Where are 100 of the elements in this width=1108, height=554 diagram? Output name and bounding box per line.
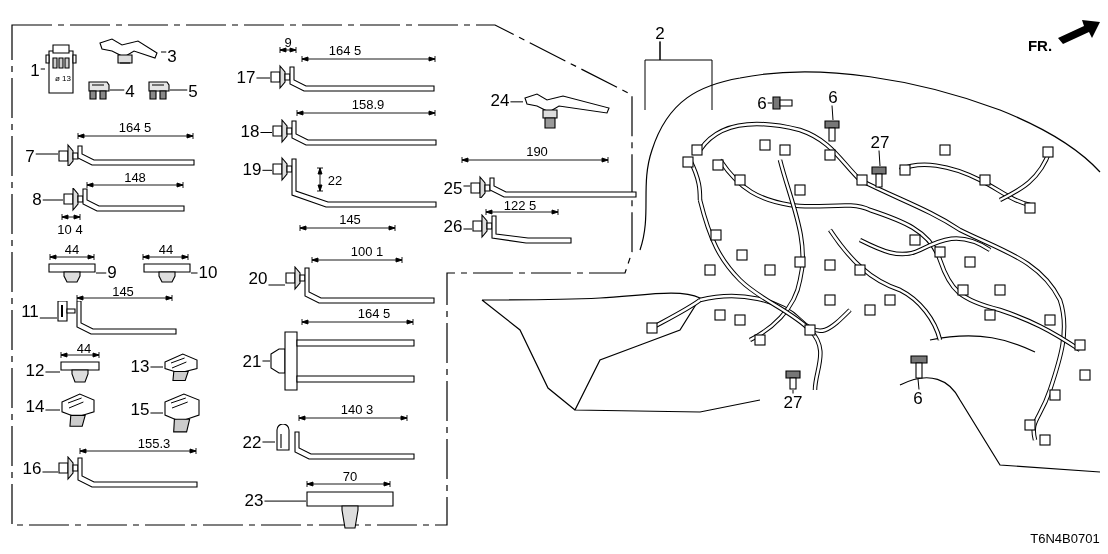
clip-drawing — [58, 142, 195, 166]
leader-line — [659, 41, 713, 111]
callout-number: 24 — [489, 91, 511, 109]
callout-number: 12 — [24, 361, 46, 379]
callout-number: 2 — [654, 24, 666, 42]
callout-number: 27 — [869, 133, 891, 151]
leader-line — [41, 471, 59, 473]
leader-line — [462, 228, 473, 230]
clip-drawing — [143, 262, 191, 284]
clip-drawing — [523, 92, 613, 132]
clip-drawing — [472, 214, 572, 244]
callout-number: 6 — [756, 94, 768, 112]
leader-line — [149, 366, 164, 368]
leader-line — [831, 105, 834, 121]
callout-number: 9 — [106, 263, 118, 281]
callout-number: 8 — [31, 190, 43, 208]
clip-drawing — [163, 392, 201, 434]
clip-drawing — [272, 119, 437, 146]
leader-line — [878, 150, 881, 167]
leader-line — [255, 77, 271, 79]
callout-number: 11 — [20, 302, 40, 320]
leader-line — [39, 317, 58, 319]
callout-number: 25 — [442, 179, 464, 197]
clip-drawing — [58, 456, 198, 488]
leader-line — [792, 389, 794, 394]
bolt-icon — [824, 120, 840, 142]
clip-drawing — [270, 330, 415, 392]
dimension-label: 155.3 — [137, 436, 171, 450]
dimension-label: 164 5 — [357, 306, 391, 320]
callout-number: 18 — [239, 122, 261, 140]
callout-number: 20 — [247, 269, 269, 287]
dimension-label: 122 5 — [503, 198, 537, 212]
callout-number: 13 — [129, 357, 151, 375]
callout-number: 27 — [782, 393, 804, 411]
leader-line — [259, 132, 273, 133]
clip-drawing — [45, 43, 77, 95]
clip-drawing — [63, 188, 185, 212]
callout-number: 5 — [187, 82, 199, 100]
callout-number: 3 — [166, 47, 178, 65]
leader-line — [267, 284, 286, 286]
leader-line — [190, 272, 199, 274]
clip-drawing — [275, 424, 415, 460]
dimension-label: 190 — [526, 144, 548, 158]
dimension-label: 44 — [158, 242, 174, 256]
clip-drawing — [60, 360, 100, 384]
clip-drawing — [60, 392, 96, 428]
callout-number: 26 — [442, 217, 464, 235]
dimension-label: 70 — [342, 469, 358, 483]
leader-line — [40, 68, 46, 70]
callout-number: 14 — [24, 397, 46, 415]
bolt-icon — [772, 95, 794, 111]
dimension-label: 145 — [339, 212, 361, 226]
leader-line — [160, 51, 167, 53]
callout-number: 6 — [912, 389, 924, 407]
leader-line — [109, 89, 125, 91]
clip-drawing — [88, 80, 110, 100]
callout-number: 23 — [243, 491, 265, 509]
callout-number: 22 — [241, 433, 263, 451]
callout-number: 7 — [24, 147, 36, 165]
dimension-label: 164 5 — [118, 120, 152, 134]
clip-drawing — [270, 64, 435, 92]
callout-number: 16 — [21, 459, 43, 477]
leader-line — [44, 371, 61, 373]
dimension-label: 158.9 — [351, 97, 385, 111]
dimension-label: 22 — [327, 173, 343, 187]
clip-drawing — [57, 301, 177, 335]
dimension-label: 10 4 — [57, 222, 83, 236]
leader-line — [169, 89, 188, 91]
clip-drawing — [48, 262, 96, 284]
clip-drawing — [470, 174, 637, 198]
clip-drawing — [163, 352, 199, 382]
callout-number: 19 — [241, 160, 263, 178]
clip-drawing — [306, 490, 394, 530]
clip-drawing — [148, 80, 170, 100]
dimension-label: 9 — [284, 35, 292, 49]
clip-drawing — [285, 266, 435, 304]
callout-number: 17 — [235, 68, 257, 86]
dimension-label: 140 3 — [340, 402, 374, 416]
leader-line — [44, 409, 61, 411]
leader-line — [42, 199, 64, 201]
drawing-number: T6N4B0701 — [1030, 531, 1100, 545]
callout-number: 1 — [29, 61, 41, 79]
part-marking: ø 13 — [55, 75, 71, 83]
leader-line — [35, 153, 59, 155]
clip-drawing — [272, 156, 437, 208]
callout-number: 21 — [241, 352, 263, 370]
leader-line — [149, 412, 164, 414]
leader-line — [767, 102, 773, 104]
dimension-label: 145 — [112, 284, 134, 298]
dimension-label: 148 — [124, 170, 146, 184]
leader-line — [95, 272, 107, 274]
leader-line — [263, 500, 307, 502]
dimension-label: 100 1 — [350, 244, 384, 258]
callout-number: 6 — [827, 88, 839, 106]
leader-line — [917, 378, 920, 390]
callout-number: 4 — [124, 82, 136, 100]
dimension-label: 44 — [64, 242, 80, 256]
direction-label: FR. — [1027, 37, 1053, 53]
callout-number: 10 — [197, 263, 219, 281]
leader-line — [261, 360, 271, 362]
